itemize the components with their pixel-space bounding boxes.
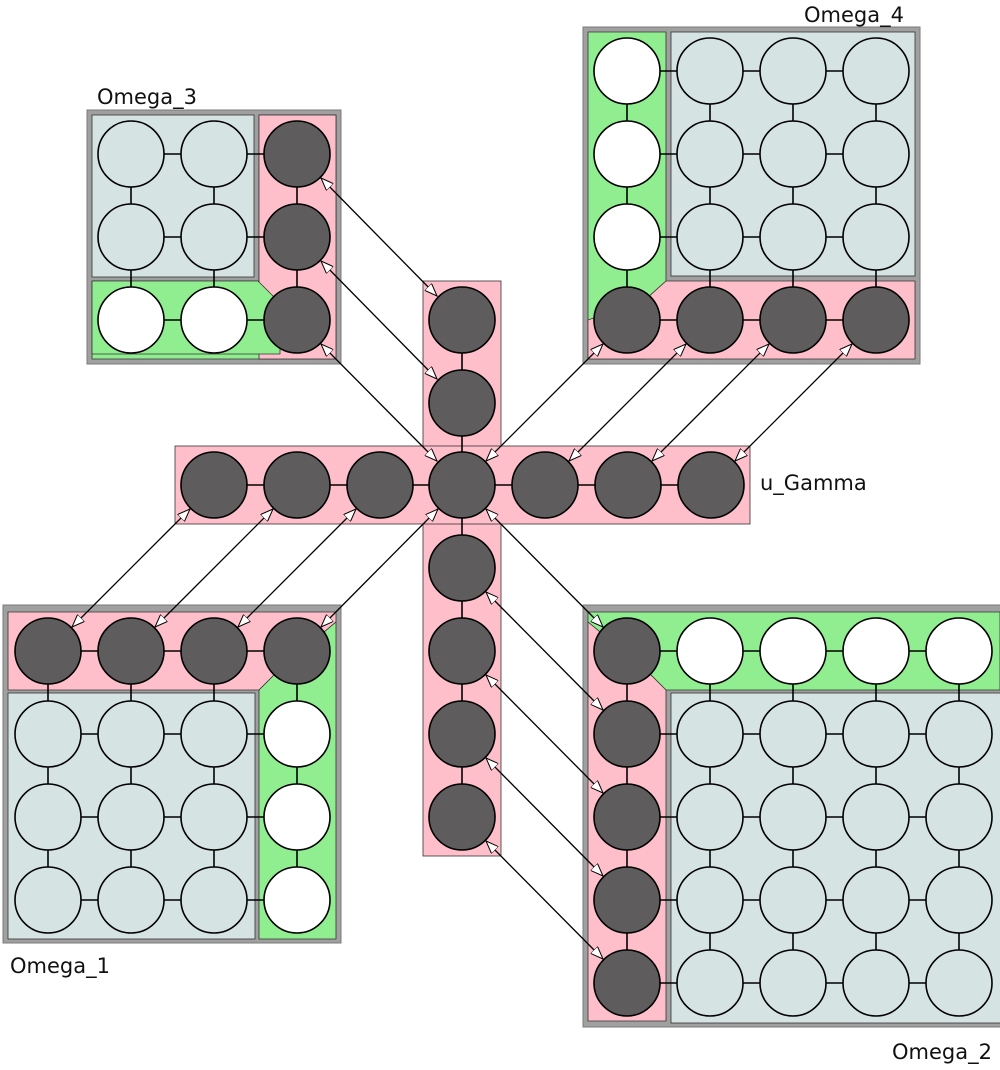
- coupling-arrow: [486, 344, 603, 461]
- interior-node: [180, 120, 248, 188]
- interior-node: [925, 783, 993, 851]
- interior-node: [97, 783, 165, 851]
- boundary-node: [593, 203, 661, 271]
- interior-node: [759, 37, 827, 105]
- interior-node: [14, 700, 82, 768]
- interface-node: [593, 286, 661, 354]
- boundary-node: [263, 700, 331, 768]
- interface-node: [759, 286, 827, 354]
- interface-node: [346, 451, 414, 519]
- interior-node: [676, 37, 744, 105]
- interface-node: [593, 700, 661, 768]
- interface-node: [428, 369, 496, 437]
- interior-node: [180, 203, 248, 271]
- interface-node: [593, 617, 661, 685]
- interior-node: [925, 700, 993, 768]
- interface-node: [593, 949, 661, 1017]
- interface-node: [263, 451, 331, 519]
- interface-node: [511, 451, 579, 519]
- interior-node: [759, 783, 827, 851]
- interface-node: [97, 617, 165, 685]
- interior-node: [842, 37, 910, 105]
- omega-2-label: Omega_2: [892, 1040, 992, 1065]
- interior-node: [676, 783, 744, 851]
- interior-node: [676, 866, 744, 934]
- boundary-node: [593, 120, 661, 188]
- interior-node: [759, 866, 827, 934]
- interior-node: [759, 949, 827, 1017]
- interface-node: [263, 286, 331, 354]
- interior-node: [759, 120, 827, 188]
- omega-4-label: Omega_4: [804, 3, 904, 28]
- coupling-arrows: [72, 178, 852, 959]
- omega-3-label: Omega_3: [97, 85, 197, 110]
- interior-node: [925, 866, 993, 934]
- interior-node: [180, 866, 248, 934]
- boundary-node: [925, 617, 993, 685]
- interface-node: [593, 866, 661, 934]
- interface-node: [676, 286, 744, 354]
- interior-node: [759, 203, 827, 271]
- interior-node: [676, 203, 744, 271]
- domain-labels: Omega_3 Omega_4 Omega_1 Omega_2 u_Gamma: [10, 3, 992, 1065]
- interior-node: [925, 949, 993, 1017]
- interior-node: [97, 866, 165, 934]
- interface-node: [428, 783, 496, 851]
- interface-node: [677, 451, 745, 519]
- interior-node: [180, 700, 248, 768]
- interface-node: [428, 451, 496, 519]
- interface-node: [428, 286, 496, 354]
- interior-node: [842, 949, 910, 1017]
- omega-1-label: Omega_1: [10, 954, 110, 979]
- interior-node: [97, 700, 165, 768]
- interior-node: [676, 120, 744, 188]
- interface-node: [842, 286, 910, 354]
- interior-node: [842, 120, 910, 188]
- boundary-node: [263, 783, 331, 851]
- boundary-node: [676, 617, 744, 685]
- interior-node: [759, 700, 827, 768]
- interface-node: [428, 700, 496, 768]
- interface-node: [593, 783, 661, 851]
- coupling-arrow: [321, 509, 438, 627]
- boundary-node: [180, 286, 248, 354]
- interface-node: [263, 120, 331, 188]
- interior-node: [97, 120, 165, 188]
- interior-node: [842, 783, 910, 851]
- interface-node: [263, 617, 331, 685]
- interior-node: [180, 783, 248, 851]
- coupling-arrow: [486, 841, 603, 959]
- boundary-node: [97, 286, 165, 354]
- interior-node: [842, 203, 910, 271]
- interface-node: [263, 203, 331, 271]
- interface-node: [180, 451, 248, 519]
- grid-nodes: [14, 37, 993, 1017]
- interface-node: [428, 534, 496, 602]
- interior-node: [842, 866, 910, 934]
- interface-node: [180, 617, 248, 685]
- interior-node: [676, 949, 744, 1017]
- interface-node: [594, 451, 662, 519]
- interior-node: [676, 700, 744, 768]
- interior-node: [14, 866, 82, 934]
- boundary-node: [263, 866, 331, 934]
- interface-node: [428, 617, 496, 685]
- interface-label: u_Gamma: [760, 471, 867, 496]
- boundary-node: [759, 617, 827, 685]
- interior-node: [97, 203, 165, 271]
- coupling-arrow: [321, 344, 437, 461]
- interface-node: [14, 617, 82, 685]
- interior-node: [842, 700, 910, 768]
- interior-node: [14, 783, 82, 851]
- boundary-node: [593, 37, 661, 105]
- boundary-node: [842, 617, 910, 685]
- coupling-arrow: [735, 344, 852, 461]
